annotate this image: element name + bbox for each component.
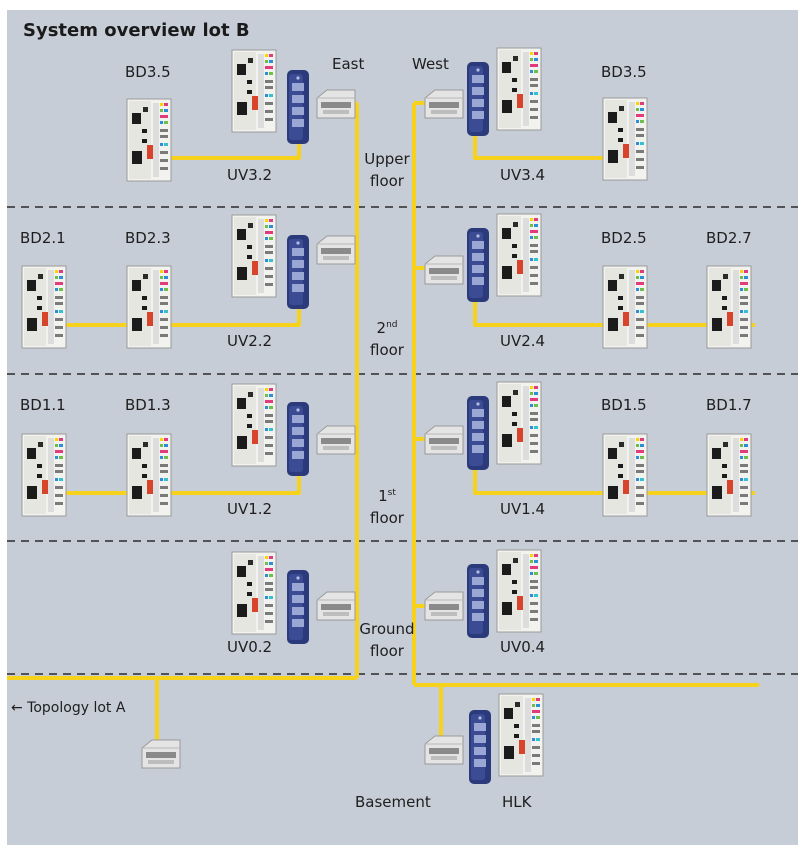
label-uv2-2: UV2.2 (227, 332, 273, 350)
patch-panel-west-upper (424, 89, 464, 119)
patch-panel-west-1st (424, 425, 464, 455)
controller-bd1-7 (706, 433, 752, 517)
floor-label-upper-line2: floor (370, 172, 404, 190)
label-bd2-7: BD2.7 (706, 229, 752, 247)
controller-uv0-2 (231, 551, 277, 635)
controller-uv1-4 (496, 381, 542, 465)
label-bd1-3: BD1.3 (125, 396, 171, 414)
controller-bd2-5 (602, 265, 648, 349)
system-overview-diagram: System overview lot B East West Upper fl… (7, 10, 798, 845)
floor-label-2nd: 2nd floor (359, 314, 415, 361)
diagram-title: System overview lot B (23, 20, 250, 41)
floor-label-upper: Upper floor (359, 148, 415, 192)
topology-lot-a-label: ← Topology lot A (11, 700, 126, 716)
switch-uv3-4 (467, 62, 489, 136)
patch-panel-east-1st (316, 425, 356, 455)
label-uv1-4: UV1.4 (500, 500, 546, 518)
patch-panel-east-upper (316, 89, 356, 119)
label-uv1-2: UV1.2 (227, 500, 273, 518)
label-bd2-3: BD2.3 (125, 229, 171, 247)
floor-label-2nd-number: 2 (376, 319, 387, 337)
patch-panel-west-ground (424, 591, 464, 621)
controller-bd2-1 (21, 265, 67, 349)
controller-bd1-5 (602, 433, 648, 517)
floor-label-ground-line2: floor (370, 642, 404, 660)
controller-uv0-4 (496, 549, 542, 633)
label-hlk: HLK (502, 793, 532, 811)
patch-panel-basement (424, 735, 464, 765)
floor-label-2nd-word: floor (370, 341, 404, 359)
controller-bd1-3 (126, 433, 172, 517)
label-bd2-5: BD2.5 (601, 229, 647, 247)
label-bd3-5-east: BD3.5 (125, 63, 171, 81)
controller-uv1-2 (231, 383, 277, 467)
floor-dividers (7, 206, 798, 675)
controller-hlk (498, 693, 544, 777)
switch-uv2-4 (467, 228, 489, 302)
floor-label-1st: 1st floor (359, 482, 415, 529)
floor-label-2nd-suffix: nd (386, 320, 398, 330)
label-uv3-2: UV3.2 (227, 166, 273, 184)
patch-panel-east-ground (316, 591, 356, 621)
floor-label-ground-line1: Ground (359, 620, 415, 638)
controller-uv3-2 (231, 49, 277, 133)
switch-uv0-2 (287, 570, 309, 644)
label-bd3-5-west: BD3.5 (601, 63, 647, 81)
label-uv2-4: UV2.4 (500, 332, 546, 350)
switch-uv0-4 (467, 564, 489, 638)
diagram-canvas (7, 47, 798, 784)
label-uv3-4: UV3.4 (500, 166, 546, 184)
switch-uv1-2 (287, 402, 309, 476)
floor-label-upper-line1: Upper (364, 150, 410, 168)
controller-uv3-4 (496, 47, 542, 131)
patch-panel-lot-a (141, 739, 181, 769)
label-bd2-1: BD2.1 (20, 229, 66, 247)
floor-label-1st-number: 1 (378, 487, 388, 505)
label-uv0-4: UV0.4 (500, 638, 546, 656)
floor-label-basement: Basement (355, 793, 431, 811)
switch-hlk (469, 710, 491, 784)
patch-panel-east-2nd (316, 235, 356, 265)
switch-uv1-4 (467, 396, 489, 470)
label-bd1-7: BD1.7 (706, 396, 752, 414)
controller-uv2-4 (496, 213, 542, 297)
switch-uv3-2 (287, 70, 309, 144)
wing-label-west: West (412, 55, 449, 73)
controller-bd1-1 (21, 433, 67, 517)
controller-bd2-7 (706, 265, 752, 349)
floor-label-ground: Ground floor (355, 618, 419, 662)
floor-label-1st-word: floor (370, 509, 404, 527)
label-bd1-5: BD1.5 (601, 396, 647, 414)
switch-uv2-2 (287, 235, 309, 309)
controller-bd2-3 (126, 265, 172, 349)
patch-panel-west-2nd (424, 255, 464, 285)
floor-label-1st-suffix: st (387, 488, 396, 498)
wing-label-east: East (332, 55, 365, 73)
label-bd1-1: BD1.1 (20, 396, 66, 414)
label-uv0-2: UV0.2 (227, 638, 273, 656)
controller-uv2-2 (231, 214, 277, 298)
controller-bd3-5-west (602, 97, 648, 181)
controller-bd3-5-east (126, 98, 172, 182)
